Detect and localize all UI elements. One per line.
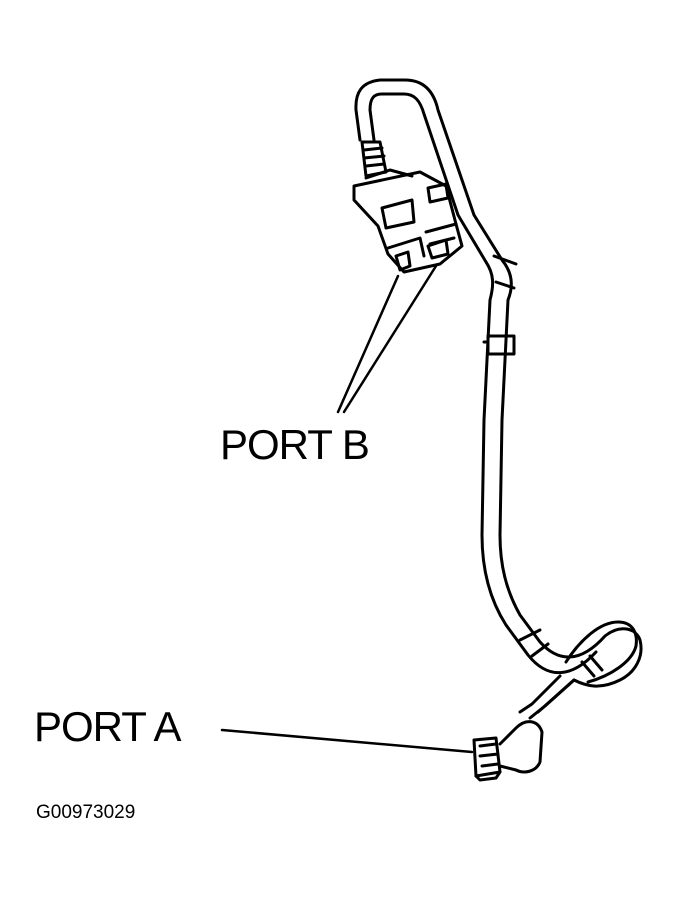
port-a-label: PORT A — [34, 703, 182, 750]
hose-outer-edge — [354, 78, 643, 714]
port-b-label: PORT B — [220, 421, 370, 468]
leader-line-port-b-right — [342, 264, 438, 414]
valve-body — [352, 170, 464, 274]
hose-coupling-loop — [580, 654, 604, 678]
hose-coupling-lower — [518, 628, 550, 658]
connector-tip — [474, 770, 502, 782]
valve-body-detail — [364, 168, 458, 258]
connector-elbow — [498, 720, 544, 774]
leader-line-port-b-left — [336, 274, 400, 414]
hose-segment-a-top — [528, 678, 576, 720]
figure-id: G00973029 — [36, 802, 136, 823]
hose-inner-edge — [368, 92, 598, 675]
hose-clip — [482, 334, 516, 356]
hose-loop — [564, 620, 638, 684]
hose-segment-a-bottom — [518, 674, 562, 714]
leader-line-port-a — [220, 728, 474, 754]
ribbed-hose-section — [360, 140, 388, 178]
connector-body — [472, 736, 502, 778]
valve-ports — [394, 238, 450, 272]
hose-coupling-upper — [492, 254, 518, 290]
